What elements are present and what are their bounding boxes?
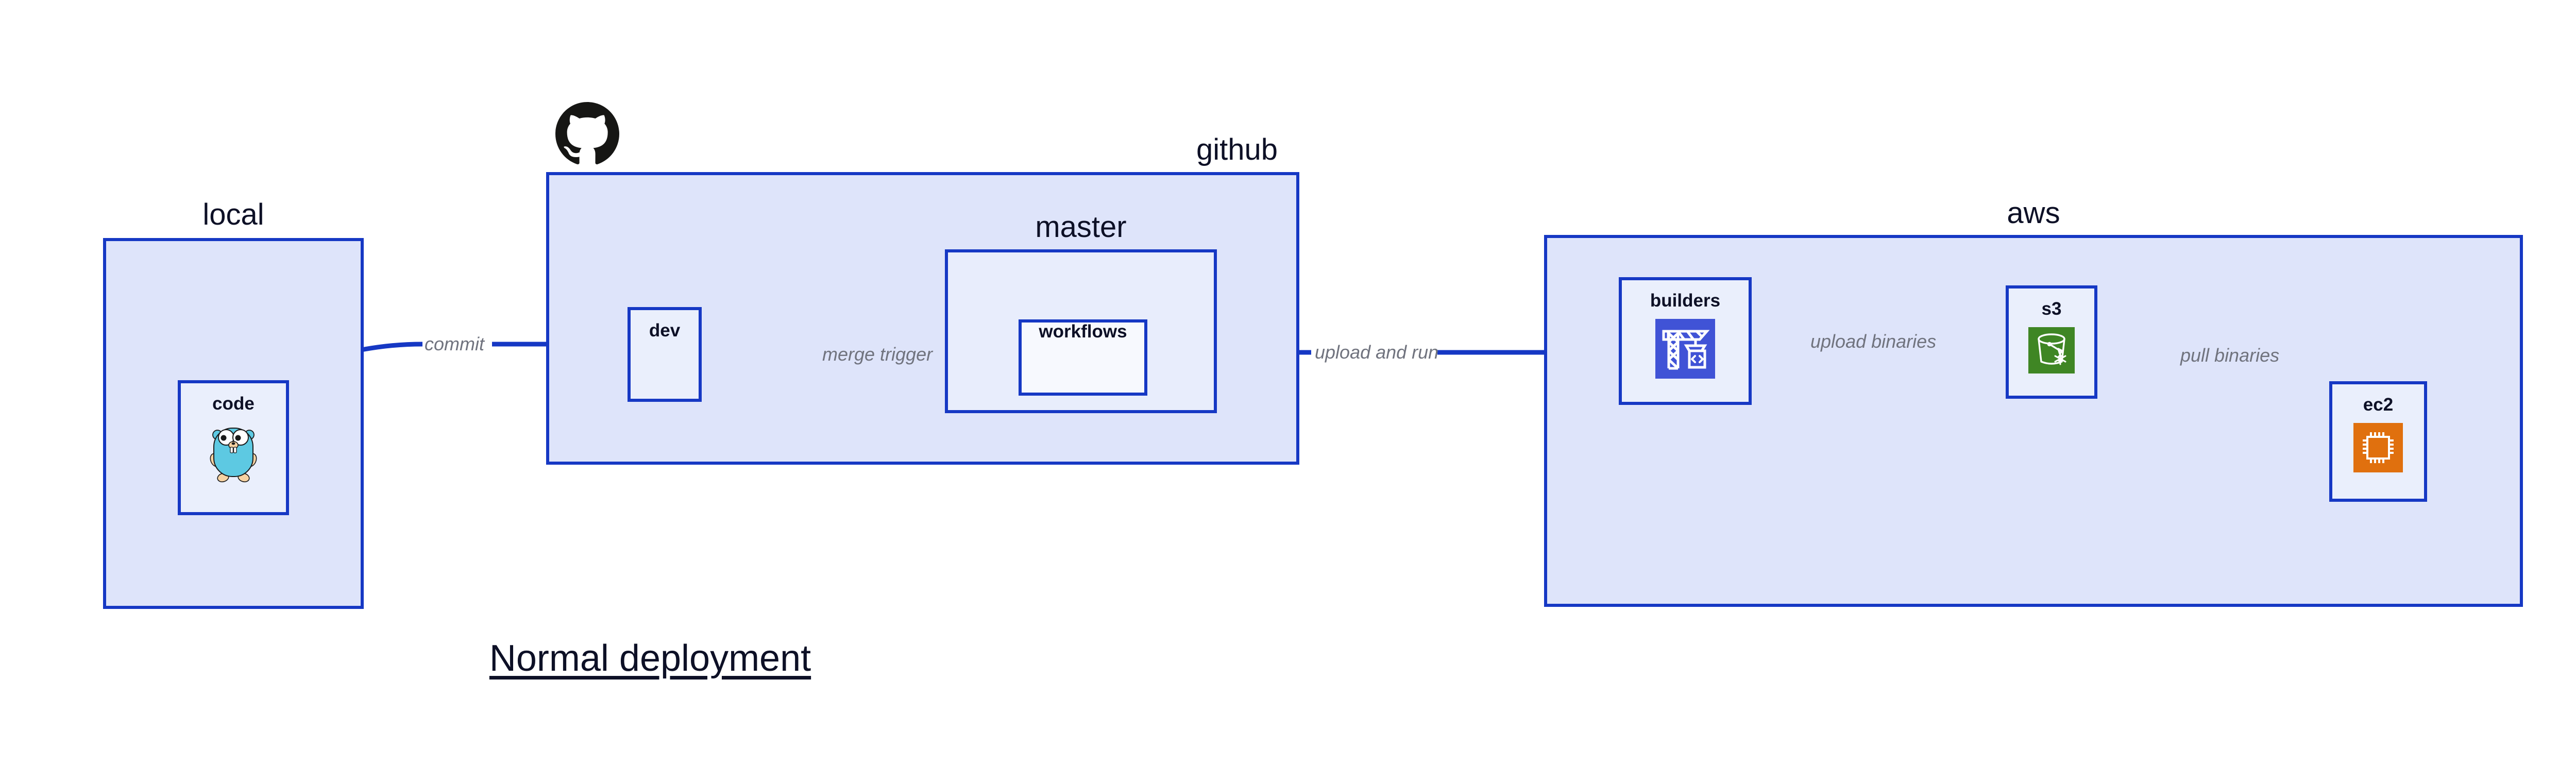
node-builders[interactable]: builders (1619, 277, 1752, 405)
group-master-label: master (1035, 210, 1127, 244)
node-workflows-title: workflows (1039, 321, 1127, 342)
edge-label-commit: commit (425, 333, 484, 354)
edge-label-merge-trigger: merge trigger (822, 344, 933, 365)
github-octocat-logo (555, 102, 619, 166)
node-dev-title: dev (649, 320, 681, 341)
edge-label-upload-and-run: upload and run (1315, 342, 1439, 363)
edge-label-pull-binaries: pull binaries (2180, 345, 2280, 366)
diagram-title: Normal deployment (489, 638, 811, 679)
node-ec2[interactable]: ec2 (2329, 381, 2427, 502)
edge-label-upload-binaries: upload binaries (1810, 331, 1937, 352)
group-aws-label: aws (2007, 196, 2060, 230)
aws-s3-glacier-icon (2028, 327, 2075, 376)
node-code-title: code (212, 394, 255, 414)
node-workflows[interactable]: workflows (1019, 319, 1147, 396)
group-local-label: local (202, 198, 264, 231)
aws-codebuild-icon (1655, 319, 1715, 381)
node-dev[interactable]: dev (628, 307, 702, 402)
node-s3[interactable]: s3 (2006, 285, 2097, 399)
node-code[interactable]: code (178, 380, 289, 515)
node-ec2-title: ec2 (2363, 395, 2394, 415)
node-builders-title: builders (1650, 291, 1721, 311)
group-github-label: github (1196, 133, 1278, 166)
aws-ec2-icon (2353, 423, 2403, 475)
node-s3-title: s3 (2041, 299, 2062, 319)
go-gopher-icon (209, 422, 258, 485)
